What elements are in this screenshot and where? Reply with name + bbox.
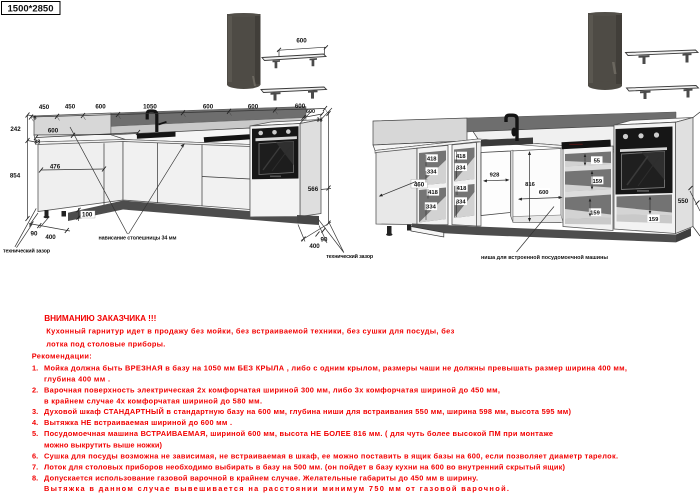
svg-text:450: 450 — [65, 104, 76, 111]
svg-text:8.: 8. — [32, 473, 38, 482]
svg-text:400: 400 — [309, 243, 320, 250]
svg-text:Кухонный гарнитур идет в прода: Кухонный гарнитур идет в продажу без мой… — [46, 327, 454, 336]
svg-text:334: 334 — [456, 200, 466, 206]
svg-text:в крайнем случае 4х комфорчата: в крайнем случае 4х комфорчатая шириной … — [44, 397, 262, 406]
svg-text:Вытяжка в данном случае вывеши: Вытяжка в данном случае вывешивается на … — [44, 484, 509, 493]
svg-text:3.: 3. — [32, 407, 38, 416]
svg-text:2.: 2. — [32, 385, 38, 394]
svg-text:600: 600 — [48, 128, 59, 135]
svg-text:Рекомендации:: Рекомендации: — [32, 351, 92, 360]
svg-text:418: 418 — [427, 157, 437, 163]
svg-text:1050: 1050 — [143, 104, 157, 111]
svg-text:854: 854 — [10, 173, 21, 180]
svg-text:90: 90 — [321, 237, 328, 244]
svg-text:38: 38 — [317, 118, 323, 124]
svg-text:1500*2850: 1500*2850 — [8, 4, 54, 15]
svg-text:90: 90 — [31, 231, 38, 238]
svg-text:технический зазор: технический зазор — [326, 253, 374, 260]
svg-text:460: 460 — [414, 181, 425, 188]
svg-text:450: 450 — [39, 104, 50, 111]
svg-text:418: 418 — [428, 190, 438, 196]
svg-text:242: 242 — [10, 126, 21, 133]
svg-text:159: 159 — [649, 217, 659, 223]
svg-text:600: 600 — [539, 190, 549, 196]
svg-text:600: 600 — [248, 103, 259, 110]
svg-text:Посудомоечная машина ВСТРАИВАЕ: Посудомоечная машина ВСТРАИВАЕМАЯ, ширин… — [44, 429, 553, 438]
svg-text:технический зазор: технический зазор — [3, 248, 51, 255]
svg-text:Лоток для столовых приборов не: Лоток для столовых приборов необходимо в… — [44, 462, 566, 471]
svg-text:600: 600 — [203, 103, 214, 110]
svg-text:лотка под столовые приборы.: лотка под столовые приборы. — [46, 339, 165, 348]
svg-text:Допускается использование газо: Допускается использование газовой варочн… — [44, 473, 478, 482]
svg-text:6.: 6. — [32, 451, 38, 460]
svg-text:38: 38 — [34, 140, 40, 146]
svg-text:ВНИМАНИЮ ЗАКАЗЧИКА !!!: ВНИМАНИЮ ЗАКАЗЧИКА !!! — [44, 314, 156, 323]
svg-text:100: 100 — [82, 212, 93, 219]
svg-text:ниша для встроенной посудомоеч: ниша для встроенной посудомоечной машины — [481, 254, 608, 261]
svg-text:Сушка для посуды возможна не: Сушка для посуды возможна не зависимая, … — [44, 451, 618, 460]
svg-text:Варочная поверхность электриче: Варочная поверхность электрическая 2х ко… — [44, 385, 500, 394]
svg-text:600: 600 — [306, 109, 315, 115]
svg-text:1.: 1. — [32, 364, 38, 373]
svg-text:928: 928 — [490, 173, 500, 179]
svg-text:400: 400 — [45, 234, 56, 241]
svg-text:159: 159 — [590, 211, 600, 217]
svg-text:нависание столешницы 34 мм: нависание столешницы 34 мм — [99, 236, 177, 242]
svg-text:816: 816 — [525, 182, 535, 188]
svg-text:334: 334 — [426, 205, 436, 211]
svg-text:550: 550 — [678, 198, 689, 205]
svg-text:4.: 4. — [32, 418, 38, 427]
svg-text:334: 334 — [456, 166, 466, 172]
svg-text:600: 600 — [95, 104, 106, 111]
svg-text:476: 476 — [50, 163, 61, 170]
svg-text:Духовой шкаф СТАНДАРТНЫЙ в ста: Духовой шкаф СТАНДАРТНЫЙ в стандартную б… — [44, 407, 572, 416]
svg-text:6: 6 — [34, 116, 37, 122]
svg-text:600: 600 — [296, 38, 307, 45]
svg-text:159: 159 — [592, 179, 602, 185]
svg-text:Мойка должна быть ВРЕЗНАЯ в ба: Мойка должна быть ВРЕЗНАЯ в базу на 1050… — [44, 364, 627, 373]
svg-text:5.: 5. — [32, 429, 38, 438]
svg-text:418: 418 — [457, 186, 467, 192]
svg-text:600: 600 — [295, 103, 306, 110]
svg-text:7.: 7. — [32, 462, 38, 471]
svg-text:418: 418 — [456, 154, 466, 160]
svg-text:глубина 400 мм .: глубина 400 мм . — [44, 374, 110, 383]
svg-text:566: 566 — [308, 186, 319, 193]
svg-text:можно выкрутить выше ножки): можно выкрутить выше ножки) — [44, 441, 163, 450]
svg-text:55: 55 — [594, 159, 601, 165]
svg-text:Вытяжка НЕ встраиваемая ширино: Вытяжка НЕ встраиваемая шириной до 600 м… — [44, 418, 232, 427]
svg-text:334: 334 — [427, 170, 437, 176]
